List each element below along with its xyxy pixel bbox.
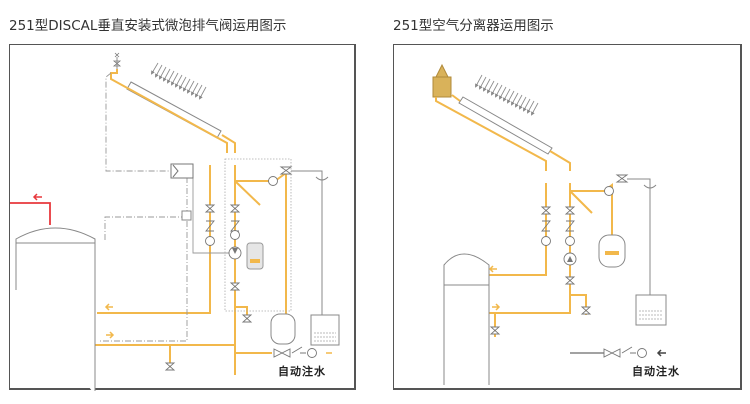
pressure-gauge-icon: [604, 186, 614, 196]
collection-tank-icon: [635, 294, 667, 326]
ball-valve-icon: [564, 276, 576, 285]
tundish-icon: [315, 176, 329, 181]
thermometer-icon: [205, 236, 215, 246]
left-panel-title: 251型DISCAL垂直安装式微泡排气阀运用图示: [9, 18, 287, 34]
inlet-arrow-icon: [656, 349, 666, 357]
air-vent-valve-icon: [112, 52, 122, 69]
discharge-line: [627, 178, 651, 295]
auto-fill-assembly: [570, 346, 647, 358]
drain-valve-icon: [580, 306, 592, 315]
right-diagram-panel: 自动注水: [393, 44, 742, 390]
sun-rays-icon: [475, 74, 539, 116]
storage-tank-icon: [443, 253, 490, 385]
flow-arrow-icon: [492, 303, 501, 311]
collection-water-level: [314, 332, 336, 342]
drain-valve-icon: [241, 314, 253, 323]
tundish-icon: [643, 184, 657, 189]
auto-fill-label: 自动注水: [632, 365, 680, 378]
right-schematic: [432, 63, 667, 385]
drain-valve-icon: [489, 326, 501, 335]
expansion-vessel-icon: [270, 313, 296, 345]
ball-valve-icon: [564, 206, 576, 215]
ball-valve-icon: [229, 282, 241, 291]
ball-valve-icon: [229, 204, 241, 213]
safety-valve-icon: [279, 166, 293, 175]
check-valve-icon: [565, 220, 575, 232]
thermometer-icon: [230, 230, 240, 240]
thermometer-icon: [541, 236, 551, 246]
vessel-label-band: [605, 251, 619, 255]
right-panel-title: 251型空气分离器运用图示: [393, 18, 554, 34]
collection-tank-icon: [310, 314, 340, 346]
check-valve-icon: [205, 220, 215, 232]
drain-valve-icon: [164, 362, 176, 371]
hot-water-arrow-icon: [32, 193, 42, 201]
pump-station-outline: [224, 158, 292, 312]
pump-symbol: [567, 256, 573, 262]
air-separator-icon: [432, 63, 452, 98]
sun-rays-icon: [150, 62, 207, 100]
solar-collector-icon: [126, 81, 222, 139]
storage-tank-icon: [15, 227, 96, 391]
safety-valve-icon: [615, 174, 629, 183]
pressure-gauge-icon: [268, 176, 278, 186]
discal-label-band: [250, 259, 260, 263]
check-valve-icon: [541, 220, 551, 232]
hot-water-outlet: [10, 202, 51, 225]
return-arrow-icon: [488, 265, 497, 273]
auto-fill-label: 自动注水: [278, 365, 326, 378]
return-arrow-icon: [104, 303, 113, 311]
solar-collector-icon: [458, 96, 553, 155]
left-schematic: [10, 52, 340, 391]
control-wiring: [100, 72, 188, 342]
flow-arrow-icon: [106, 331, 115, 339]
pipe-network: [95, 69, 287, 375]
ball-valve-icon: [204, 204, 216, 213]
discal-air-separator-icon: [246, 242, 264, 270]
auto-fill-assembly: [273, 346, 317, 358]
temperature-sensor-icon: [181, 210, 192, 221]
pump-signal-line: [192, 177, 235, 254]
ball-valve-icon: [540, 206, 552, 215]
thermometer-icon: [565, 236, 575, 246]
discharge-line: [291, 170, 323, 315]
left-diagram-panel: 自动注水: [9, 44, 356, 391]
pump-symbol: [232, 248, 238, 254]
controller-icon: [170, 163, 194, 179]
collection-water-level: [639, 310, 663, 320]
